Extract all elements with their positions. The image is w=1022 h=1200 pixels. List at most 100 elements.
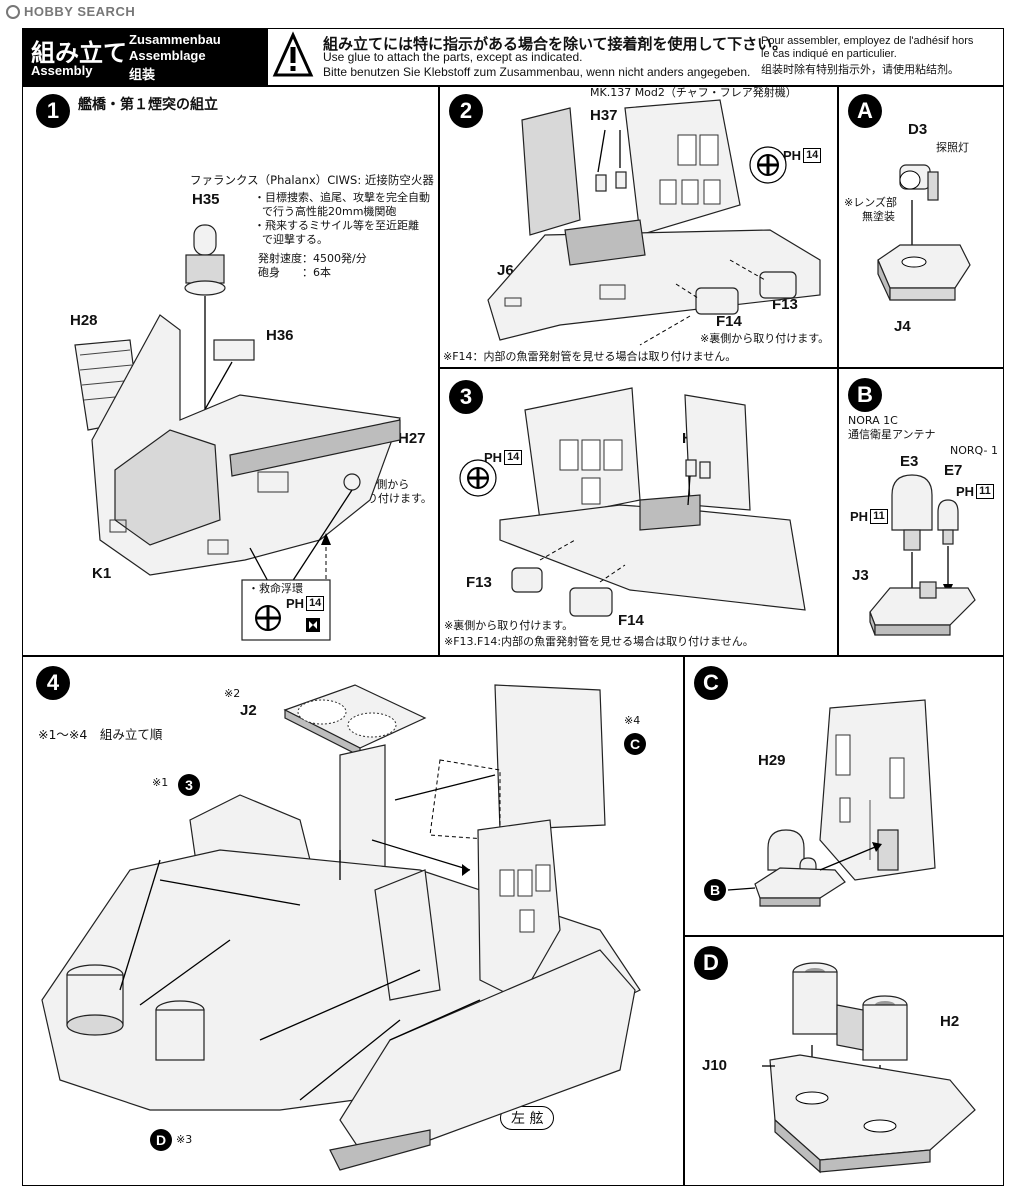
step3-drawing [459, 387, 806, 617]
title-fr: Assemblage [129, 48, 206, 63]
label-j4: J4 [894, 318, 911, 335]
step1-frame [22, 86, 439, 656]
stepD-frame [684, 936, 1004, 1186]
phalanx-note-4: で迎撃する。 [262, 233, 328, 246]
ph-number: 14 [803, 148, 822, 163]
warning-fr-2: le cas indiqué en particulier. [761, 48, 897, 60]
step1-drawing [74, 224, 401, 641]
title-jp: 組み立て [31, 39, 127, 67]
hobby-search-logo-icon [6, 4, 20, 19]
label-j10: J10 [702, 1057, 728, 1074]
title-de: Zusammenbau [129, 32, 221, 47]
step2-f14-note: ※F14：内部の魚雷発射管を見せる場合は取り付けません。 [443, 350, 737, 363]
step4-mark2: ※2 [224, 687, 241, 700]
mk137-label: MK.137 Mod2（チャフ・フレア発射機） [590, 86, 797, 99]
lifebuoy-label: ・救命浮環 [248, 582, 303, 595]
label-f14: F14 [716, 313, 742, 330]
stepA-letter: A [848, 94, 882, 128]
label-h27: H27 [398, 430, 426, 447]
stepB-drawing [869, 474, 976, 636]
step4-mark1-a: ※1 [152, 776, 169, 789]
stepB-letter: B [848, 378, 882, 412]
warning-jp: 組み立てには特に指示がある場合を除いて接着剤を使用して下さい。 [323, 35, 788, 53]
label-e7: E7 [944, 462, 963, 479]
ref-step3-circle: 3 [178, 774, 200, 796]
phalanx-note-1: ・目標捜索、追尾、攻撃を完全自動 [254, 191, 430, 204]
ph-label: PH [783, 148, 802, 163]
step4-order-note: ※1～※4 組み立て順 [38, 727, 163, 742]
label-f13-s3: F13 [466, 574, 492, 591]
warning-de: Bitte benutzen Sie Klebstoff zum Zusamme… [323, 65, 751, 79]
ref-stepD-circle: D [150, 1129, 172, 1151]
sat-antenna-label: 通信衛星アンテナ [848, 428, 936, 441]
ph-label: PH [286, 596, 305, 611]
ph-number: 14 [306, 596, 325, 611]
stepB-frame [838, 368, 1004, 656]
lens-note-2: 無塗装 [862, 210, 895, 223]
lens-note-1: ※レンズ部 [844, 196, 897, 209]
norq-label: NORQ- 1 [950, 444, 998, 457]
phalanx-ciws-drawing [184, 224, 226, 474]
step3-f13-note: ※F13.F14:内部の魚雷発射管を見せる場合は取り付けません。 [444, 635, 754, 648]
stepA-frame [838, 86, 1004, 368]
ph-number: 11 [870, 509, 888, 524]
label-h36: H36 [266, 327, 294, 344]
step2-number: 2 [449, 94, 483, 128]
title-en: Assembly [31, 63, 93, 78]
step2-drawing [487, 99, 821, 346]
step3-ph-icon [467, 467, 489, 489]
warning-fr-1: Pour assembler, employez de l'adhésif ho… [761, 35, 974, 47]
step3-frame [439, 368, 838, 656]
header-title-block: 組み立て Assembly Zusammenbau Assemblage 组装 [23, 29, 268, 85]
step3-back-note: ※裏側から取り付けます。 [444, 619, 574, 632]
ph-number: 11 [976, 484, 994, 499]
ref-stepC-circle: C [624, 733, 646, 755]
stepC-letter: C [694, 666, 728, 700]
ph-label: PH [956, 484, 975, 499]
label-d3: D3 [908, 121, 928, 138]
step4-mark3: ※3 [176, 1133, 193, 1146]
label-h35: H35 [192, 191, 220, 208]
stepA-drawing [877, 164, 971, 301]
step4-frame [22, 656, 684, 1186]
step2-back-note: ※裏側から取り付けます。 [700, 332, 830, 345]
title-cn: 组装 [129, 68, 156, 83]
nora-label: NORA 1C [848, 414, 898, 427]
label-h28: H28 [70, 312, 98, 329]
watermark-text: HOBBY SEARCH [24, 4, 136, 19]
ph-number: 14 [504, 450, 523, 465]
label-e3: E3 [900, 453, 919, 470]
label-j3: J3 [852, 567, 869, 584]
warning-triangle-icon [272, 31, 314, 77]
label-h29: H29 [758, 752, 786, 769]
step2-ph-icon [757, 154, 779, 176]
step4-mark4: ※4 [624, 714, 641, 727]
phalanx-rate: 発射速度：4500発/分 [258, 252, 367, 265]
stepD-letter: D [694, 946, 728, 980]
searchlight-label: 探照灯 [936, 141, 969, 154]
lifebuoy-ph-icon [255, 605, 281, 631]
phalanx-note-2: で行う高性能20mm機関砲 [262, 205, 397, 218]
label-k1: K1 [92, 565, 112, 582]
step2-frame [439, 86, 838, 368]
stepC-frame [684, 656, 1004, 936]
label-h2: H2 [940, 1013, 960, 1030]
watermark-logo: HOBBY SEARCH [6, 4, 135, 19]
label-f14-s3: F14 [618, 612, 644, 629]
phalanx-title: ファランクス（Phalanx）CIWS: 近接防空火器 [190, 173, 434, 187]
step4-number: 4 [36, 666, 70, 700]
phalanx-barrels: 砲身 ：6本 [258, 266, 331, 279]
assembly-header: 組み立て Assembly Zusammenbau Assemblage 组装 … [22, 28, 1004, 86]
ph-label: PH [484, 450, 503, 465]
label-j2: J2 [240, 702, 257, 719]
step1-number: 1 [36, 94, 70, 128]
underside-note-2: 取り付けます。 [356, 492, 432, 505]
ref-stepB-circle: B [704, 879, 726, 901]
step4-drawing [41, 684, 641, 1171]
ph-label: PH [850, 509, 869, 524]
